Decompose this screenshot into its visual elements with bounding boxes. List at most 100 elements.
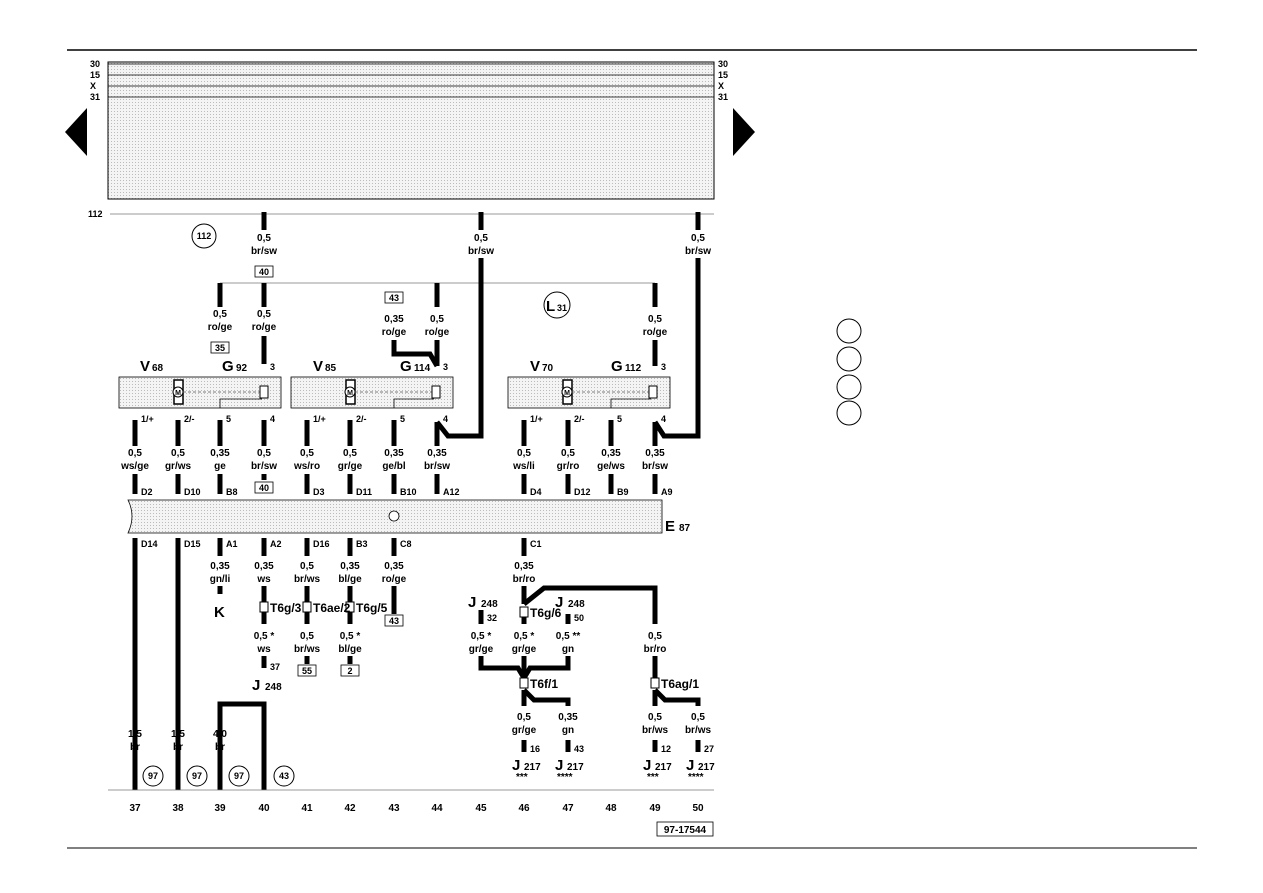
svg-text:gn: gn	[562, 725, 574, 736]
svg-text:D11: D11	[356, 487, 372, 497]
svg-text:30: 30	[718, 59, 728, 69]
svg-text:A2: A2	[270, 539, 282, 549]
svg-text:0,5 *: 0,5 *	[514, 631, 535, 642]
svg-text:V: V	[313, 358, 323, 375]
svg-text:gr/ro: gr/ro	[557, 461, 580, 472]
svg-text:0,35: 0,35	[340, 561, 360, 572]
svg-text:35: 35	[215, 343, 225, 353]
svg-text:4,0: 4,0	[213, 729, 227, 740]
svg-text:16: 16	[530, 744, 540, 754]
svg-text:55: 55	[302, 666, 312, 676]
svg-text:31: 31	[557, 303, 567, 313]
svg-text:ro/ge: ro/ge	[382, 574, 407, 585]
svg-text:ge/ws: ge/ws	[597, 461, 625, 472]
svg-text:0,5: 0,5	[648, 712, 662, 723]
svg-text:br/sw: br/sw	[468, 246, 494, 257]
svg-text:43: 43	[574, 744, 584, 754]
svg-text:43: 43	[389, 616, 399, 626]
svg-text:32: 32	[487, 613, 497, 623]
actuator-v70-g112: M	[507, 376, 671, 409]
svg-text:2: 2	[347, 666, 352, 676]
svg-text:1,5: 1,5	[171, 729, 185, 740]
svg-text:D12: D12	[574, 487, 591, 497]
svg-text:31: 31	[90, 92, 100, 102]
svg-text:5: 5	[226, 414, 231, 424]
svg-text:D16: D16	[313, 539, 330, 549]
svg-text:br/ws: br/ws	[685, 725, 712, 736]
svg-text:0,5: 0,5	[300, 631, 314, 642]
svg-text:50: 50	[574, 613, 584, 623]
svg-text:V: V	[530, 358, 540, 375]
svg-text:br/sw: br/sw	[424, 461, 450, 472]
svg-text:41: 41	[301, 803, 313, 814]
svg-text:1,5: 1,5	[128, 729, 142, 740]
svg-text:40: 40	[258, 803, 270, 814]
arrow-left-icon[interactable]	[65, 108, 87, 156]
svg-text:0,5: 0,5	[474, 233, 488, 244]
svg-text:40: 40	[259, 267, 269, 277]
svg-text:J: J	[555, 757, 563, 774]
svg-text:0,5: 0,5	[171, 448, 185, 459]
actuator-v68-g92: M	[118, 376, 282, 409]
svg-text:gn: gn	[562, 644, 574, 655]
svg-text:1/+: 1/+	[141, 414, 154, 424]
svg-text:1/+: 1/+	[530, 414, 543, 424]
svg-text:ro/ge: ro/ge	[643, 327, 668, 338]
svg-text:0,35: 0,35	[384, 314, 404, 325]
svg-text:248: 248	[568, 599, 585, 610]
svg-text:0,5 **: 0,5 **	[556, 631, 581, 642]
svg-text:gr/ge: gr/ge	[469, 644, 494, 655]
actuator-v85-g114: M	[290, 376, 454, 409]
svg-text:43: 43	[388, 803, 400, 814]
svg-text:0,5: 0,5	[517, 448, 531, 459]
svg-text:B10: B10	[400, 487, 417, 497]
svg-text:ro/ge: ro/ge	[382, 327, 407, 338]
svg-text:43: 43	[279, 771, 289, 781]
svg-text:0,5 *: 0,5 *	[254, 631, 275, 642]
connector-labels: T6g/3 T6ae/2 T6g/5 T6g/6 T6f/1 T6ag/1	[270, 601, 699, 691]
legend-circles	[836, 318, 862, 426]
svg-text:114: 114	[414, 363, 431, 374]
svg-text:bl/ge: bl/ge	[338, 644, 362, 655]
arrow-right-icon[interactable]	[733, 108, 755, 156]
svg-text:E: E	[665, 518, 675, 535]
svg-text:0,5: 0,5	[517, 712, 531, 723]
svg-text:46: 46	[518, 803, 530, 814]
svg-text:gr/ge: gr/ge	[512, 644, 537, 655]
svg-text:****: ****	[688, 772, 704, 783]
svg-text:39: 39	[214, 803, 226, 814]
svg-text:ws: ws	[256, 644, 271, 655]
svg-text:0,35: 0,35	[558, 712, 578, 723]
svg-text:T6ae/2: T6ae/2	[313, 601, 351, 615]
svg-text:***: ***	[516, 772, 528, 783]
svg-text:217: 217	[524, 762, 541, 773]
rail-labels-left: 30 15 X 31	[90, 59, 100, 102]
svg-text:ge: ge	[214, 461, 226, 472]
svg-text:br/ro: br/ro	[513, 574, 536, 585]
e87-connector-icon	[388, 510, 400, 522]
svg-text:gr/ws: gr/ws	[165, 461, 192, 472]
svg-text:217: 217	[655, 762, 672, 773]
svg-text:217: 217	[567, 762, 584, 773]
svg-text:T6g/3: T6g/3	[270, 601, 302, 615]
relay-panel	[107, 61, 715, 200]
svg-text:T6ag/1: T6ag/1	[661, 677, 699, 691]
svg-text:X: X	[718, 81, 724, 91]
svg-text:C8: C8	[400, 539, 412, 549]
svg-text:D10: D10	[184, 487, 201, 497]
svg-text:A9: A9	[661, 487, 673, 497]
svg-text:L: L	[546, 298, 555, 315]
svg-text:0,35: 0,35	[514, 561, 534, 572]
svg-text:0,5: 0,5	[561, 448, 575, 459]
svg-text:0,5: 0,5	[257, 448, 271, 459]
svg-text:gn/li: gn/li	[210, 574, 231, 585]
svg-text:248: 248	[265, 682, 282, 693]
svg-text:0,5: 0,5	[257, 233, 271, 244]
svg-text:ws/ge: ws/ge	[120, 461, 149, 472]
svg-text:0,5: 0,5	[128, 448, 142, 459]
svg-text:112: 112	[625, 363, 642, 374]
svg-text:38: 38	[172, 803, 184, 814]
diagram-id: 97-17544	[664, 825, 707, 836]
